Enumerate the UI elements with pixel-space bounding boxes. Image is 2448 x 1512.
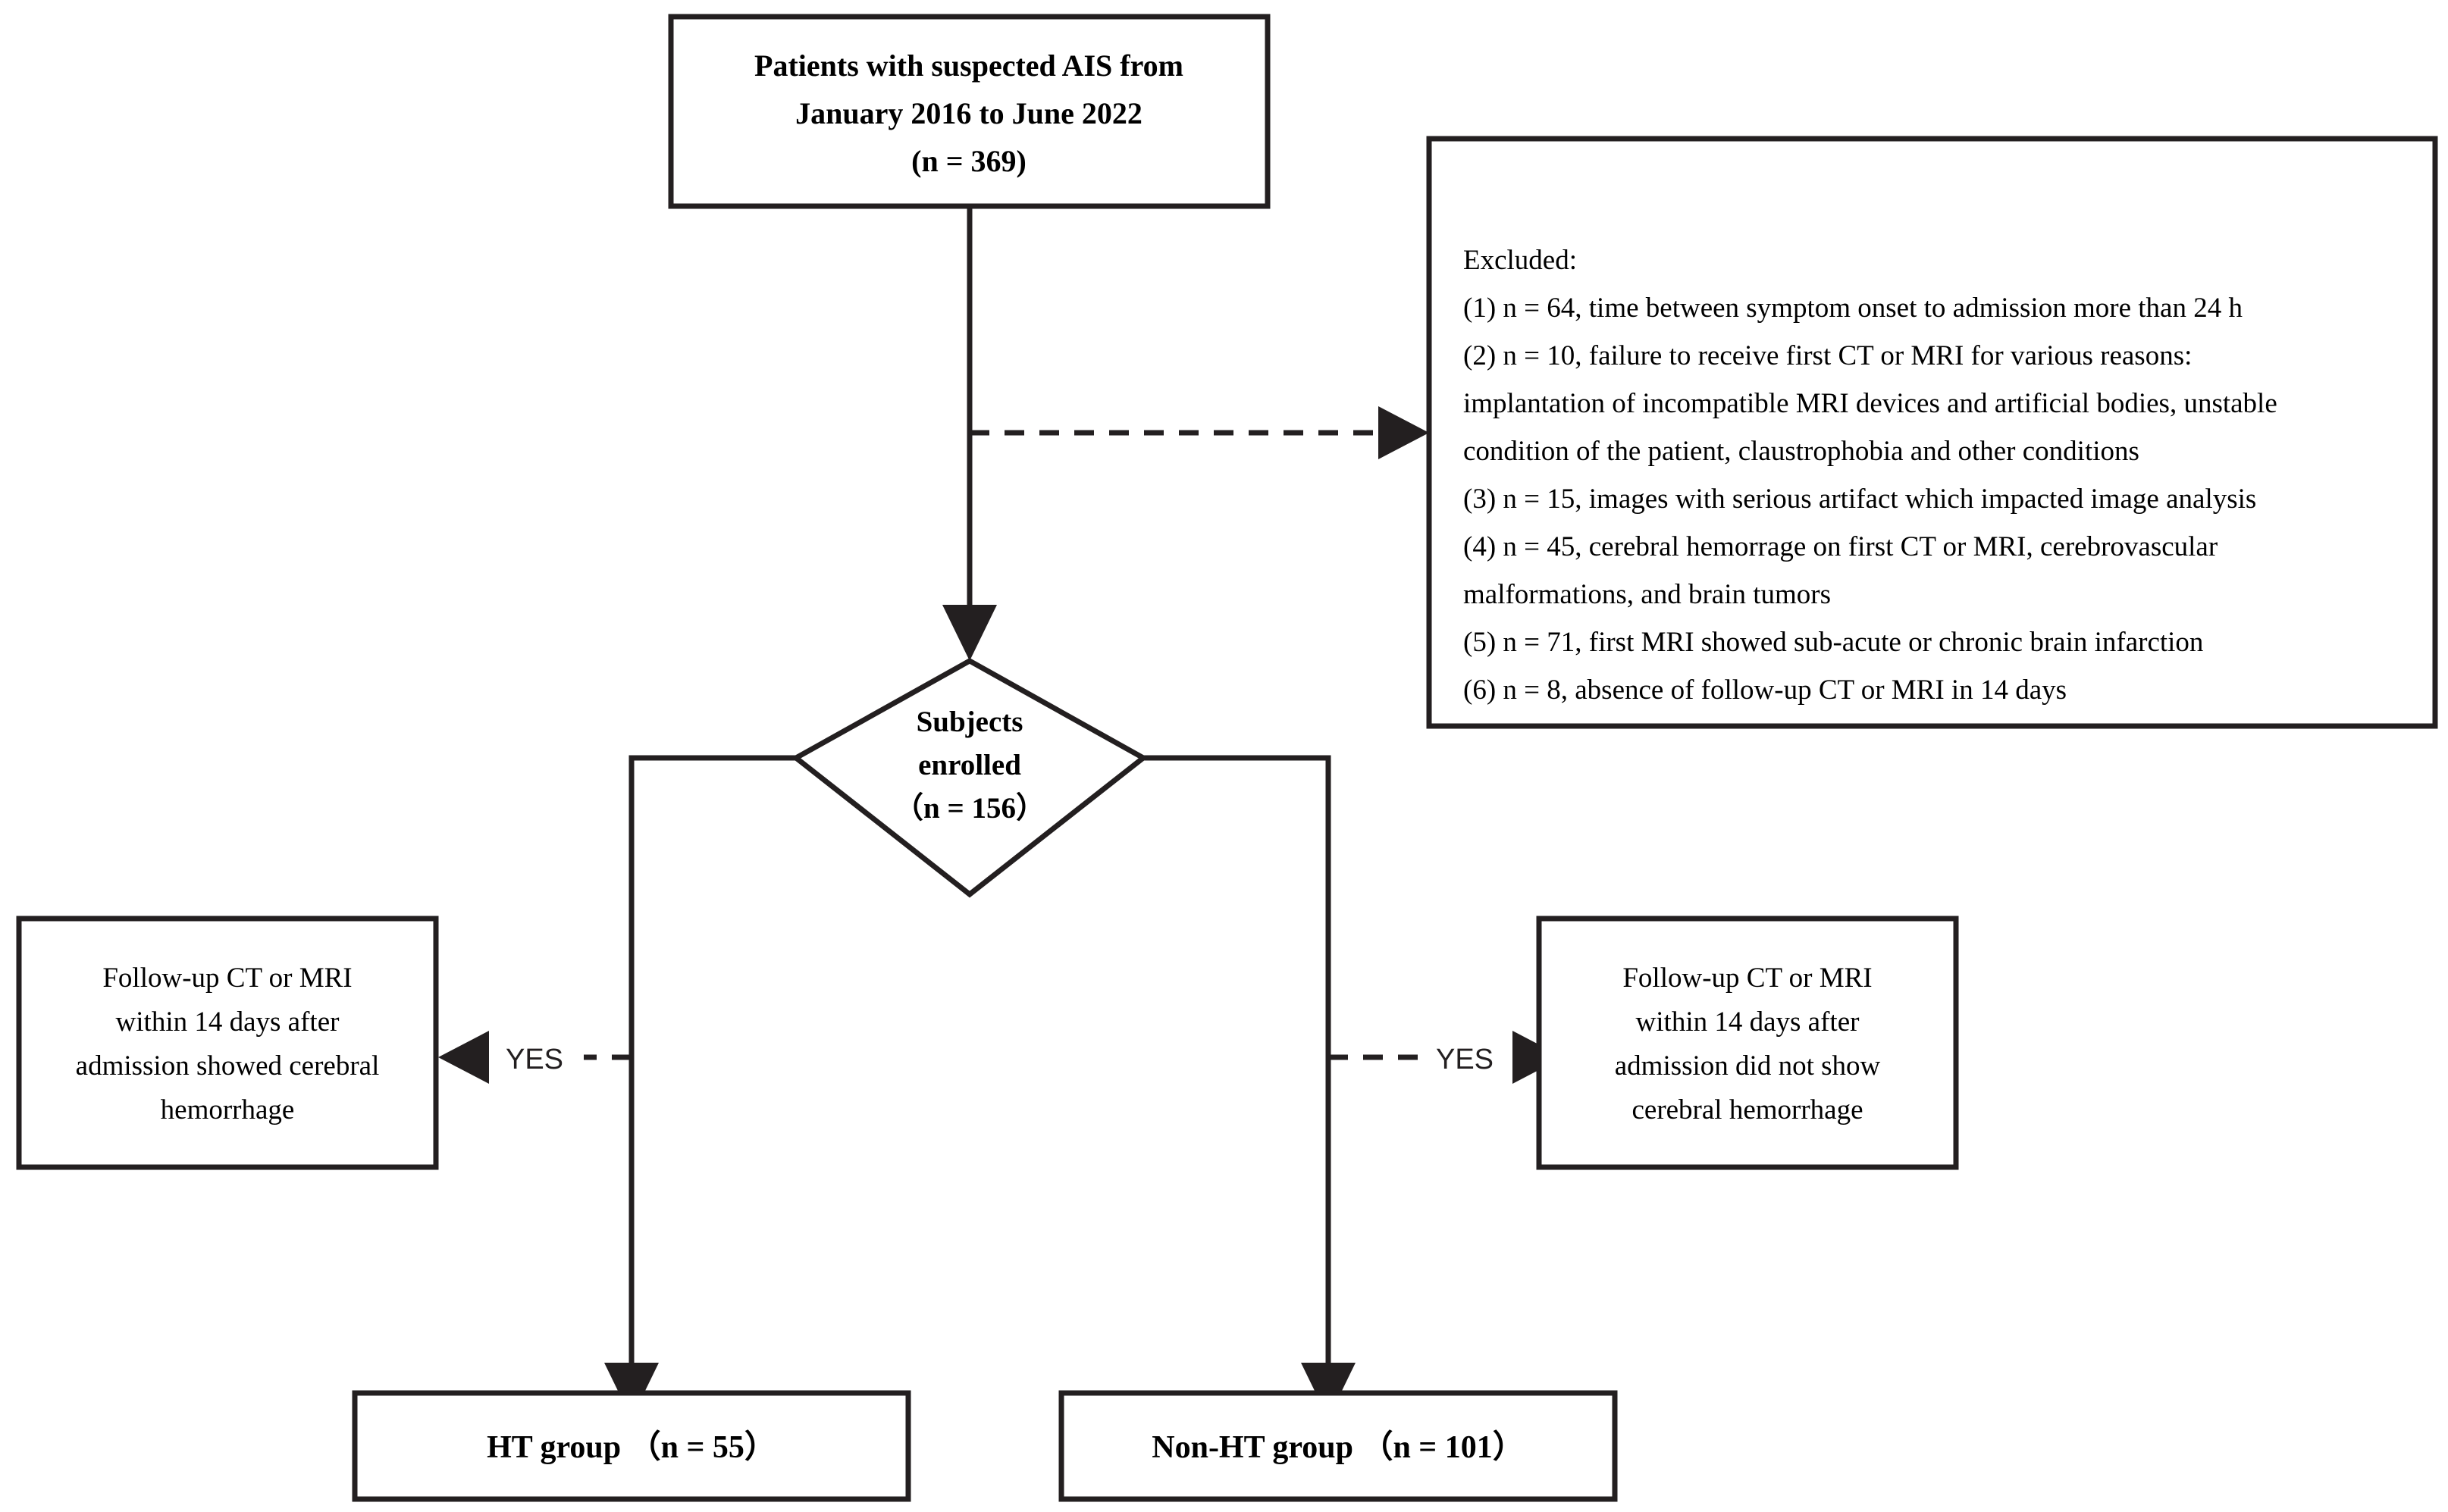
enrolled-line-2: enrolled bbox=[918, 749, 1021, 781]
non-ht-group-box bbox=[1058, 1390, 1618, 1502]
excluded-item-2-cont-2: condition of the patient, claustrophobia… bbox=[1463, 436, 2139, 467]
arrowhead-source-to-enrolled bbox=[942, 605, 997, 661]
enrolled-line-3: （n = 156） bbox=[894, 792, 1045, 825]
ht-group-label: HT group （n = 55） bbox=[487, 1429, 776, 1465]
excluded-item-4-cont: malformations, and brain tumors bbox=[1463, 579, 1831, 610]
left-condition-line-2: within 14 days after bbox=[116, 1006, 340, 1038]
non-ht-group-label: Non-HT group （n = 101） bbox=[1152, 1429, 1525, 1465]
excluded-item-1: (1) n = 64, time between symptom onset t… bbox=[1463, 293, 2243, 324]
source-box-line-1: Patients with suspected AIS from bbox=[754, 49, 1183, 83]
right-condition-line-2: within 14 days after bbox=[1636, 1006, 1860, 1038]
enrolled-diamond bbox=[791, 657, 1149, 898]
right-condition-box bbox=[1536, 916, 1959, 1170]
right-condition-line-1: Follow-up CT or MRI bbox=[1622, 963, 1872, 994]
enrolled-line-1: Subjects bbox=[917, 706, 1023, 738]
left-condition-line-3: admission showed cerebral bbox=[76, 1050, 380, 1082]
excluded-box bbox=[1426, 136, 2438, 729]
excluded-item-3: (3) n = 15, images with serious artifact… bbox=[1463, 484, 2256, 515]
excluded-item-4: (4) n = 45, cerebral hemorrage on first … bbox=[1463, 531, 2218, 562]
excluded-item-2-cont-1: implantation of incompatible MRI devices… bbox=[1463, 388, 2277, 419]
edge-left-branch bbox=[628, 755, 796, 1398]
excluded-item-2: (2) n = 10, failure to receive first CT … bbox=[1463, 340, 2192, 371]
excluded-item-6: (6) n = 8, absence of follow-up CT or MR… bbox=[1463, 675, 2067, 706]
excluded-item-5: (5) n = 71, first MRI showed sub-acute o… bbox=[1463, 627, 2203, 658]
excluded-heading: Excluded: bbox=[1463, 245, 1577, 276]
left-condition-line-4: hemorrhage bbox=[161, 1094, 295, 1125]
edge-right-branch bbox=[1143, 755, 1331, 1398]
source-box-line-3: (n = 369) bbox=[911, 144, 1027, 178]
right-condition-line-4: cerebral hemorrhage bbox=[1631, 1094, 1863, 1125]
left-branch-yes-label: YES bbox=[506, 1044, 563, 1075]
right-branch-yes-label: YES bbox=[1436, 1044, 1494, 1075]
ht-group-box bbox=[352, 1390, 911, 1502]
arrowhead-to-excluded bbox=[1378, 406, 1429, 459]
arrowhead-left-yes bbox=[438, 1031, 489, 1084]
source-box-line-2: January 2016 to June 2022 bbox=[795, 96, 1143, 130]
source-box bbox=[668, 14, 1271, 209]
right-condition-line-3: admission did not show bbox=[1615, 1050, 1881, 1082]
left-condition-box bbox=[16, 916, 439, 1170]
left-condition-line-1: Follow-up CT or MRI bbox=[102, 963, 352, 994]
